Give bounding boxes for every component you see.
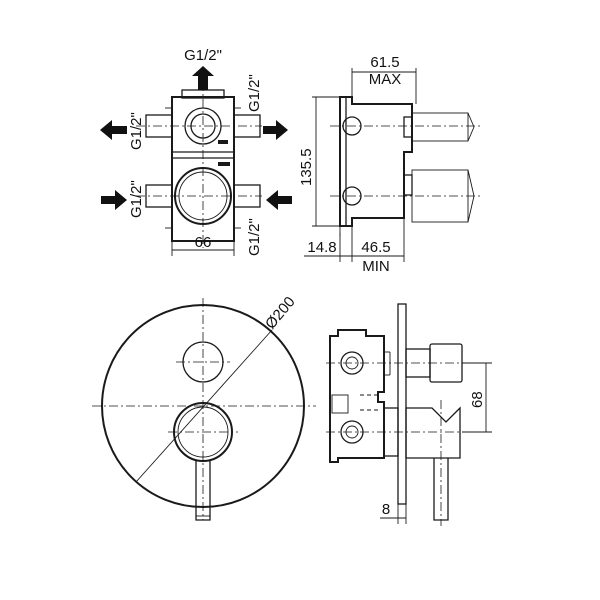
side-upper-stub [403,116,413,138]
faceplate-front-view: Ø200 [92,294,316,521]
side-upper-extension [411,112,469,142]
lower-cartridge-inner [178,171,228,221]
upper-right-port [233,114,261,138]
thread-label-upper-right: G1/2" [246,74,263,112]
thread-label-upper-left: G1/2" [128,112,145,150]
dim-68-label: 68 [469,391,486,408]
upper-extension-end-1 [467,112,475,128]
thread-label-top: G1/2" [184,47,222,64]
valve-body-side-view: 61.5 MAX 135.5 14.8 46.5 MIN [298,54,480,275]
inlet-arrow-left-icon [101,190,127,210]
inlet-arrow-right-icon [266,190,292,210]
side-body-outline [339,96,413,227]
upper-extension-end-2 [467,126,475,142]
dim-max-label: MAX [369,71,402,88]
upper-cartridge-inner [190,113,216,139]
diameter-leader [135,329,273,483]
thread-label-lower-left: G1/2" [128,180,145,218]
lower-left-port [145,184,173,208]
outlet-arrow-right-icon [263,120,288,140]
thread-label-lower-right: G1/2" [246,218,263,256]
assembled-side-view: 68 8 [326,303,492,526]
dim-max-value: 61.5 [370,54,399,71]
dim-66-label: 66 [195,234,212,251]
side-lower-stub [403,174,413,196]
body-marking-1 [218,140,228,144]
dim-8-label: 8 [382,501,390,518]
dim-min-label: MIN [362,258,390,275]
handle-hub-side [405,406,461,459]
faceplate-edge [397,303,407,505]
lower-extension-end-1 [467,169,475,197]
outlet-arrow-up-icon [192,66,214,90]
diameter-label: Ø200 [262,294,299,333]
dim-14-label: 14.8 [307,239,336,256]
upper-left-port [145,114,173,138]
assembled-body-outline [329,329,385,463]
outlet-arrow-left-icon [100,120,127,140]
handle-lever [195,460,211,521]
body-marking-2 [218,162,230,166]
valve-body-front-view: 66 G1/2" G1/2" G1/2" G1/2" G1/2" [100,47,292,256]
upper-cartridge-outer [184,107,222,145]
lower-right-port [233,184,261,208]
dim-46-label: 46.5 [361,239,390,256]
dim-135-label: 135.5 [298,148,315,186]
lower-extension-end-2 [467,195,475,223]
assembled-mid-block [331,394,349,414]
lower-cartridge-outer [174,167,232,225]
